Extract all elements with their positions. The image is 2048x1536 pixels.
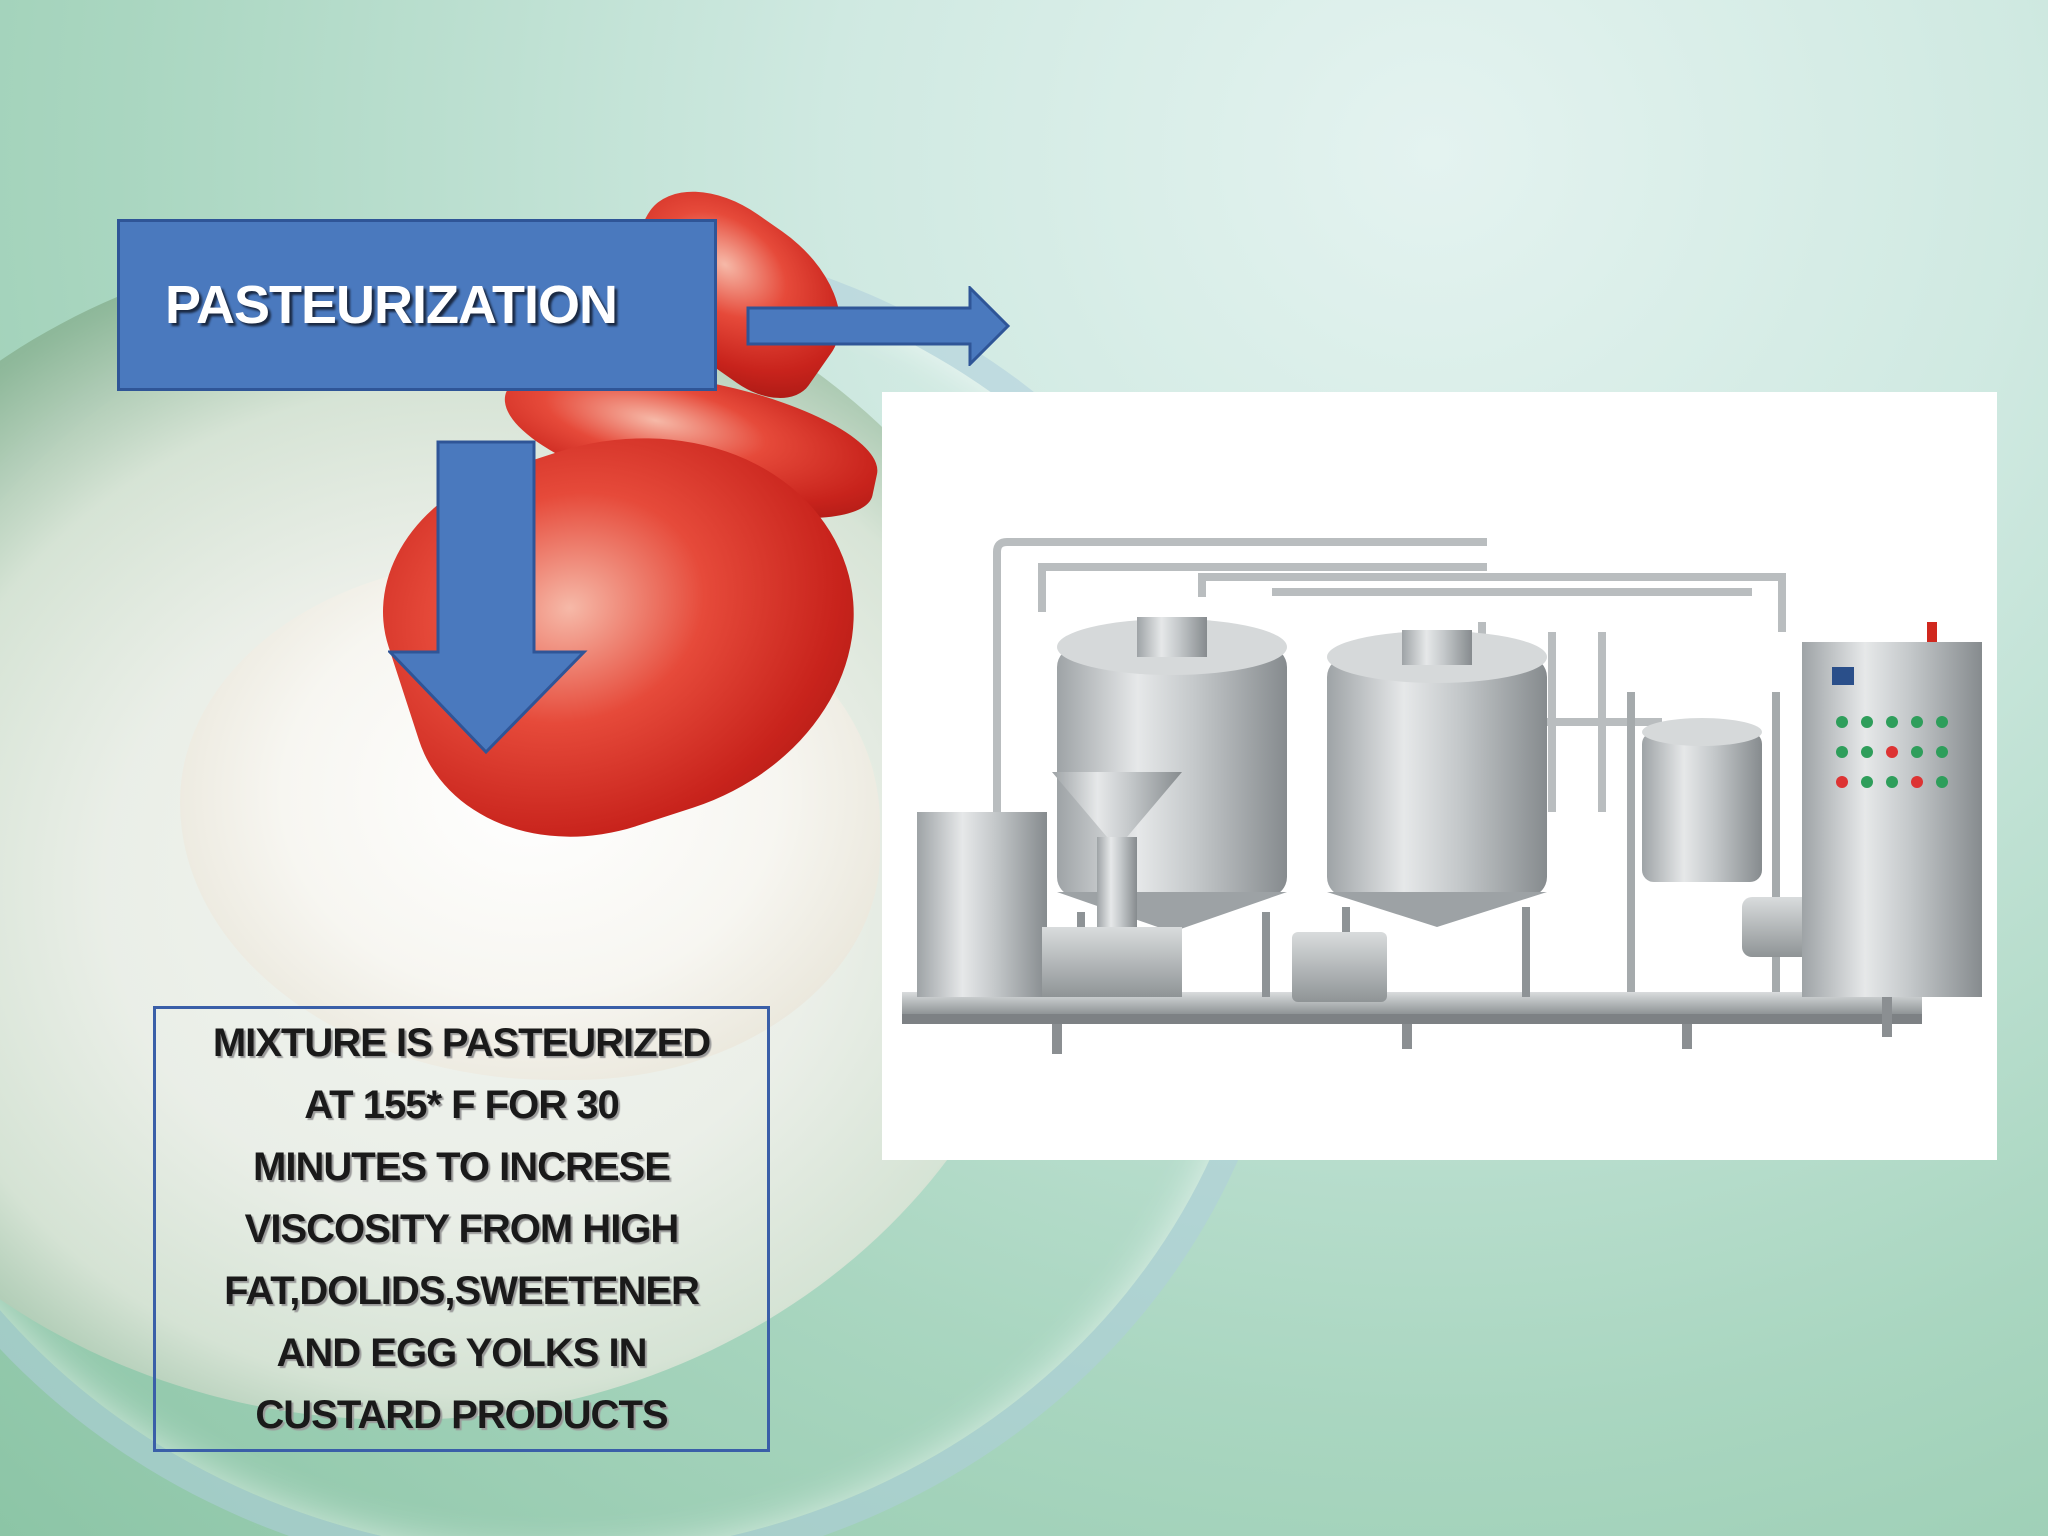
down-arrow-icon	[388, 440, 588, 755]
right-arrow-icon	[746, 286, 1016, 366]
slide-title: PASTEURIZATION	[165, 275, 618, 335]
machinery-photo	[882, 392, 1997, 1160]
description-box: MIXTURE IS PASTEURIZED AT 155* F FOR 30 …	[153, 1006, 770, 1452]
pasteurization-machinery-image	[902, 538, 1982, 1054]
title-box: PASTEURIZATION	[117, 219, 717, 391]
description-text: MIXTURE IS PASTEURIZED AT 155* F FOR 30 …	[212, 1021, 711, 1437]
